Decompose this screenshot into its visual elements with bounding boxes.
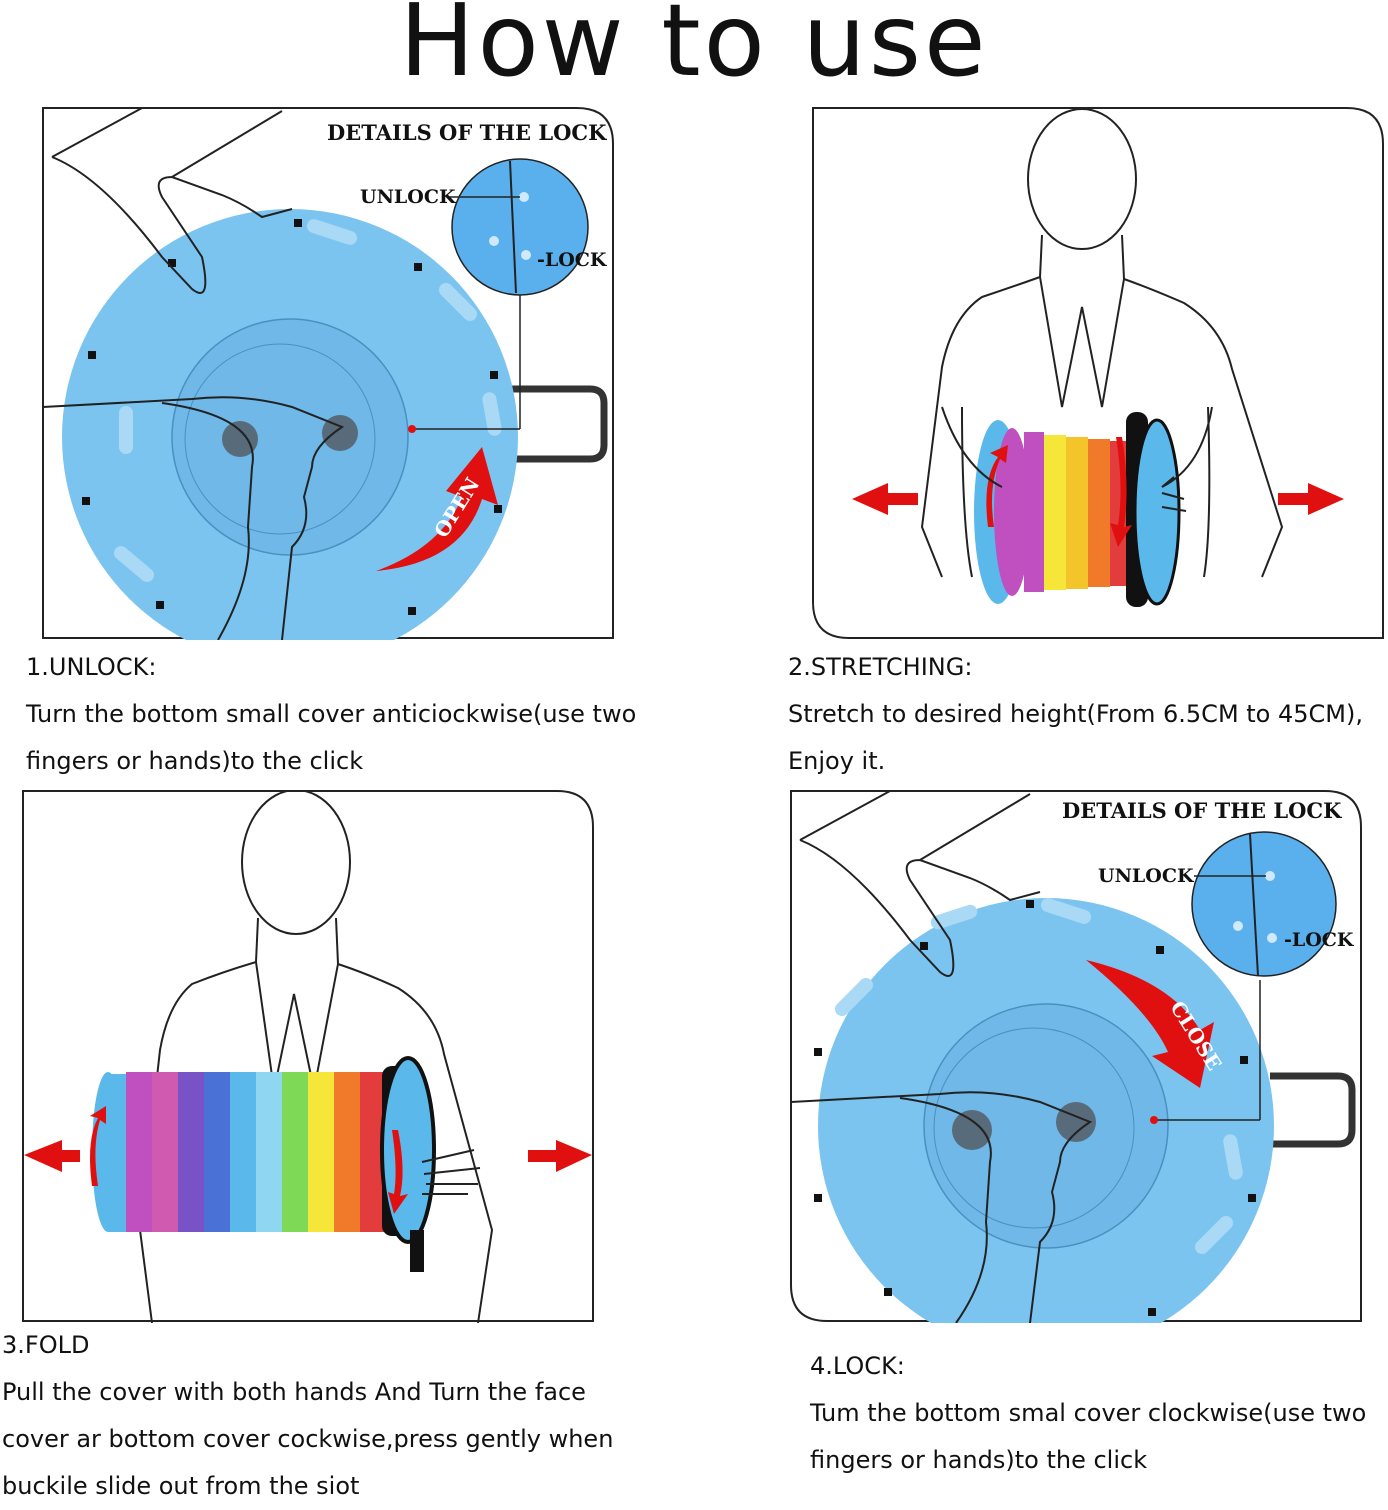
step-1-line-2: fingers or hands)to the click [26, 747, 364, 775]
rainbow-stool [90, 1056, 436, 1272]
step-1-heading: 1.UNLOCK: [26, 653, 157, 681]
step-3-line-3: buckile slide out from the siot [2, 1472, 360, 1500]
step-3-heading: 3.FOLD [2, 1331, 90, 1359]
step-4-line-1: Tum the bottom smal cover clockwise(use … [810, 1399, 1367, 1427]
step-3-line-1: Pull the cover with both hands And Turn … [2, 1378, 586, 1406]
lock-details-title: DETAILS OF THE LOCK [327, 120, 607, 145]
svg-text:-LOCK: -LOCK [1284, 929, 1355, 951]
stretching-illustration [812, 107, 1385, 640]
unlock-illustration: DETAILS OF THE LOCK UNLOCK -LOCK OPEN [42, 107, 615, 640]
step-4-line-2: fingers or hands)to the click [810, 1446, 1148, 1474]
step-4-heading: 4.LOCK: [810, 1352, 905, 1380]
page-title: How to use [399, 0, 989, 99]
svg-text:-LOCK: -LOCK [537, 249, 608, 271]
rainbow-stool [974, 412, 1181, 607]
right-pull-arrow [528, 1140, 592, 1172]
close-arrow [1086, 960, 1214, 1088]
step-1-line-1: Turn the bottom small cover anticiockwis… [26, 700, 637, 728]
step-2-line-2: Enjoy it. [788, 747, 886, 775]
left-pull-arrow [852, 483, 918, 515]
svg-text:UNLOCK: UNLOCK [360, 186, 457, 208]
svg-text:UNLOCK: UNLOCK [1098, 865, 1195, 887]
fold-illustration [22, 790, 595, 1323]
lock-details-title: DETAILS OF THE LOCK [1062, 798, 1342, 823]
right-pull-arrow [1278, 483, 1344, 515]
step-2-line-1: Stretch to desired height(From 6.5CM to … [788, 700, 1363, 728]
lock-illustration: DETAILS OF THE LOCK UNLOCK -LOCK CLOSE [790, 790, 1363, 1323]
lock-detail-magnifier [451, 158, 589, 296]
lock-detail-magnifier [1191, 831, 1337, 977]
step-2-heading: 2.STRETCHING: [788, 653, 973, 681]
open-arrow [376, 447, 498, 571]
left-pull-arrow [24, 1140, 80, 1172]
step-3-line-2: cover ar bottom cover cockwise,press gen… [2, 1425, 614, 1453]
